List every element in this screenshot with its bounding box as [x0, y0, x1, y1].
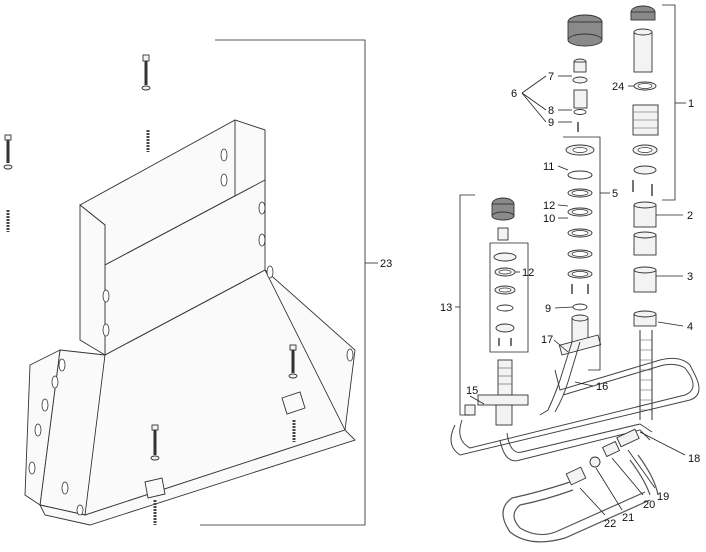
callout-15: 15: [466, 385, 478, 397]
callout-9-lower: 9: [545, 303, 551, 315]
callout-11: 11: [543, 161, 554, 173]
callout-19: 19: [657, 491, 669, 503]
callout-12-lower: 12: [522, 267, 534, 279]
callout-4: 4: [687, 321, 693, 333]
hood-housing: [24, 119, 356, 526]
parts-6-to-9: [567, 14, 603, 132]
callout-16: 16: [596, 381, 608, 393]
callout-10: 10: [543, 213, 555, 225]
part-4-hose: [450, 310, 700, 462]
callout-8: 8: [548, 105, 554, 117]
callout-3: 3: [687, 271, 693, 283]
part-5-stack: [539, 144, 602, 416]
callout-22: 22: [604, 518, 616, 530]
mounting-bolts: [3, 54, 298, 525]
callout-9-upper: 9: [548, 117, 554, 129]
callout-20: 20: [643, 499, 655, 511]
callout-18: 18: [688, 453, 700, 465]
callout-24: 24: [612, 81, 624, 93]
part-13-assembly: [464, 197, 529, 426]
part-2-3: [633, 201, 657, 293]
parts-18-to-22: [502, 428, 659, 543]
callout-5: 5: [612, 188, 618, 200]
callout-13: 13: [440, 302, 452, 314]
callout-1: 1: [688, 98, 694, 110]
callout-23-bracket: [200, 39, 366, 526]
part-1-stack: [630, 5, 659, 196]
callout-2: 2: [687, 210, 693, 222]
callout-17: 17: [541, 334, 553, 346]
callout-21: 21: [622, 512, 634, 524]
callout-12-upper: 12: [543, 200, 555, 212]
callout-6: 6: [511, 88, 517, 100]
callout-labels: 1 2 3 4 5 6 7 8 9 9 10 11 12 12 13 15 16…: [380, 71, 700, 530]
callout-7: 7: [548, 71, 554, 83]
callout-23: 23: [380, 258, 392, 270]
